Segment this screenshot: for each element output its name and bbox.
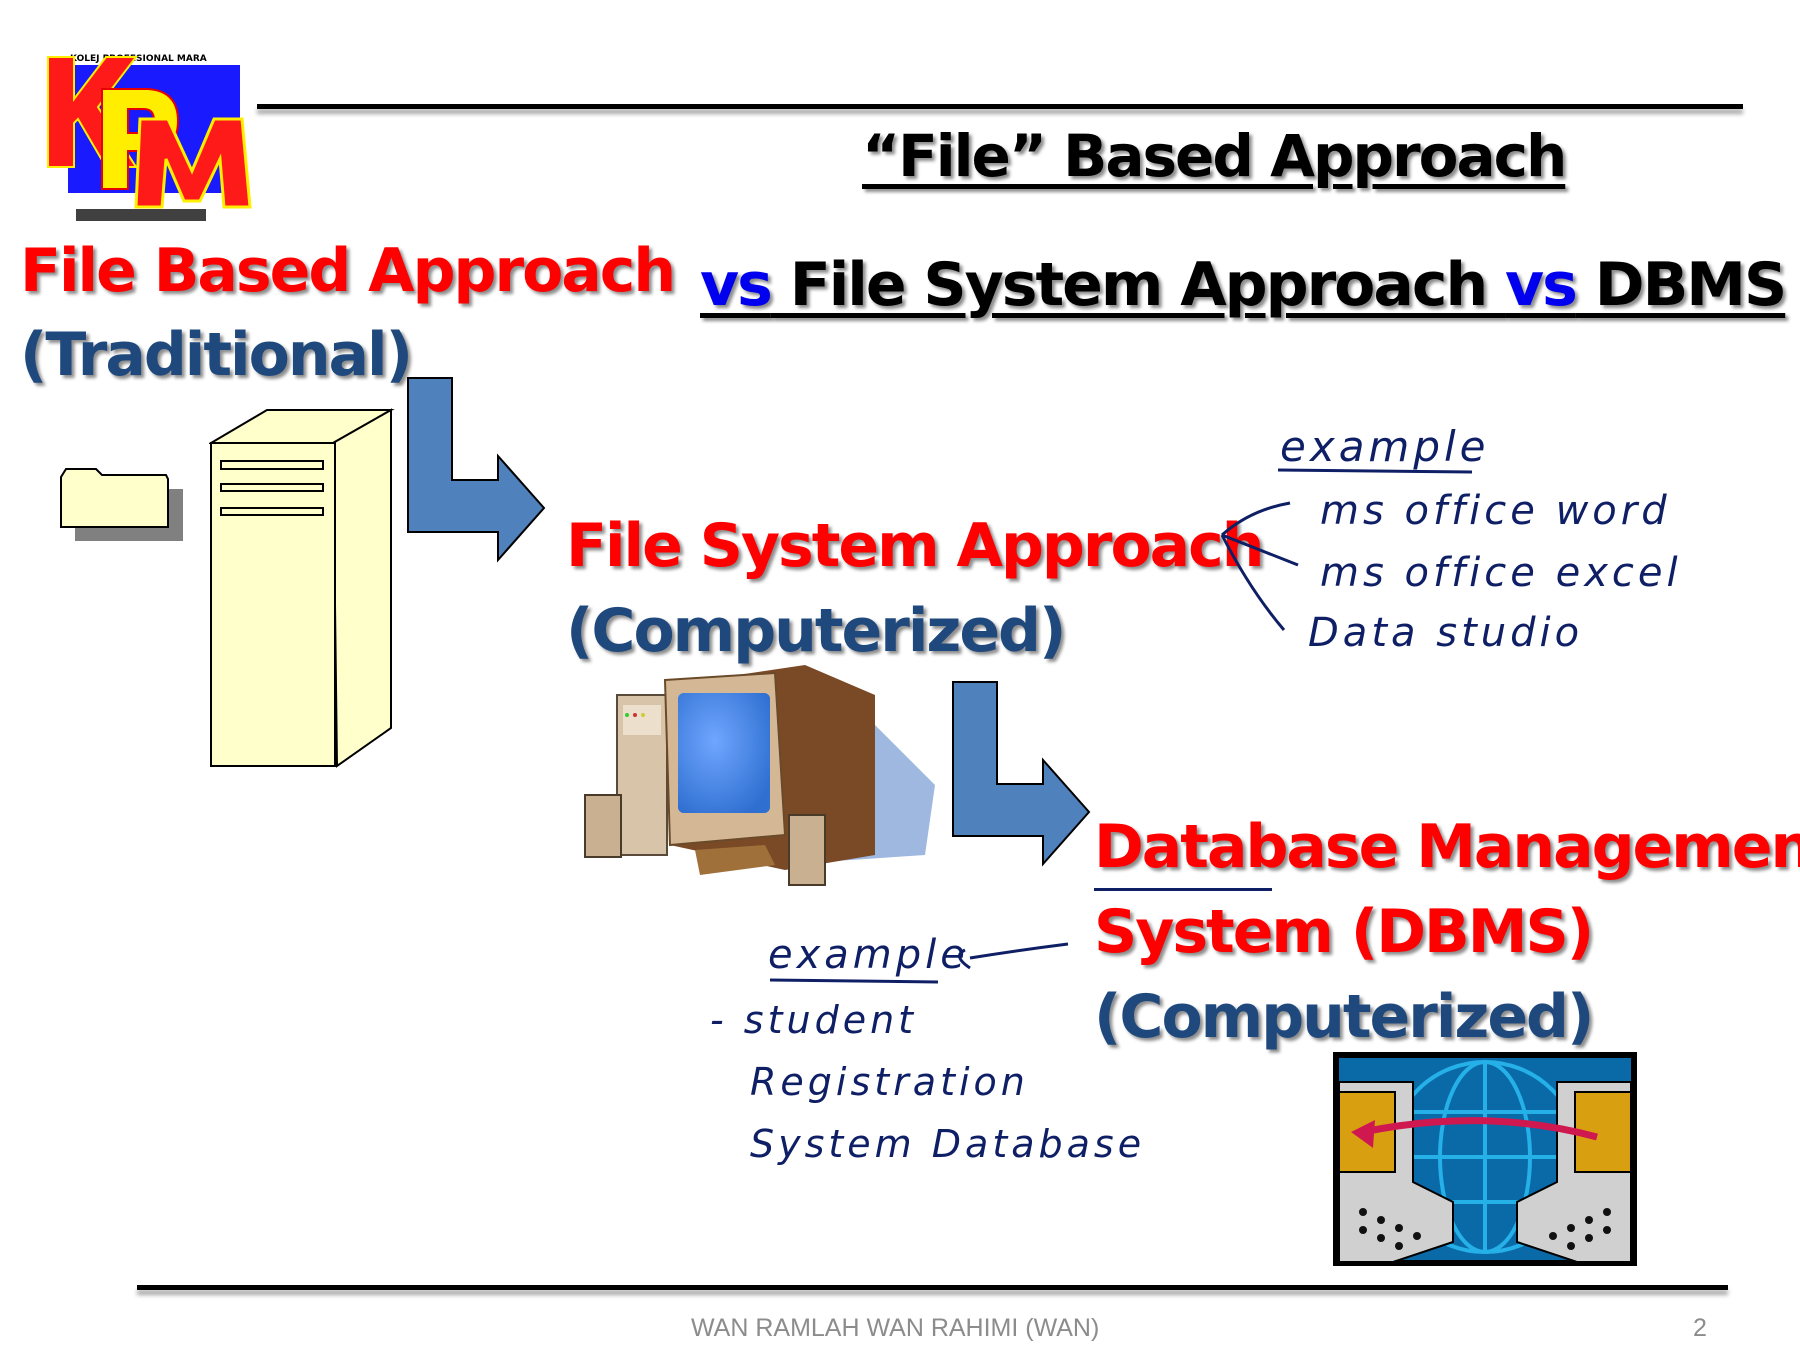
annotation-item: Registration <box>750 1060 1029 1104</box>
annotation-item: System Database <box>750 1122 1146 1166</box>
vs-label: vs <box>1505 250 1578 320</box>
slide-title: “File” Based Approach <box>862 122 1567 190</box>
stage-3-label-line-1: Database Management <box>1094 812 1800 882</box>
vs-label: vs <box>700 250 773 320</box>
file-cabinet-icon <box>207 408 395 783</box>
kpm-logo: KOLEJ PROFESIONAL MARA <box>44 49 256 234</box>
annotation-item: - student <box>710 998 918 1042</box>
stage-3-sublabel: (Computerized) <box>1094 982 1594 1052</box>
stage-1-label: File Based Approach <box>20 236 676 306</box>
desktop-computer-icon <box>575 665 945 895</box>
annotation-item: Data studio <box>1308 610 1584 656</box>
stage-3-label-line-2: System (DBMS) <box>1094 897 1594 967</box>
annotation-dbms: example - student Registration System Da… <box>700 930 1141 1210</box>
slide-subtitle: vs File System Approach vs DBMS <box>700 250 1787 320</box>
folder-icon <box>60 465 190 552</box>
stage-2-sublabel: (Computerized) <box>566 596 1066 666</box>
footer-author: WAN RAMLAH WAN RAHIMI (WAN) <box>691 1314 1100 1342</box>
stage-1-sublabel: (Traditional) <box>20 320 413 390</box>
stage-2-label: File System Approach <box>566 511 1264 581</box>
logo-top-text: KOLEJ PROFESIONAL MARA <box>70 54 207 64</box>
annotation-heading: example <box>768 932 969 978</box>
bottom-divider <box>137 1285 1728 1290</box>
subtitle-part-2: DBMS <box>1575 250 1787 320</box>
annotation-item: ms office word <box>1320 488 1671 534</box>
annotation-file-system: example ms office word ms office excel D… <box>1220 420 1760 680</box>
top-divider <box>257 104 1743 109</box>
page-number: 2 <box>1693 1314 1707 1342</box>
flow-arrow-1 <box>406 376 548 571</box>
annotation-item: ms office excel <box>1320 550 1682 596</box>
handwritten-underline <box>1094 888 1272 891</box>
subtitle-part-1: File System Approach <box>770 250 1506 320</box>
networked-computers-globe-icon <box>1333 1052 1637 1271</box>
annotation-heading: example <box>1280 422 1490 471</box>
flow-arrow-2 <box>951 680 1093 875</box>
